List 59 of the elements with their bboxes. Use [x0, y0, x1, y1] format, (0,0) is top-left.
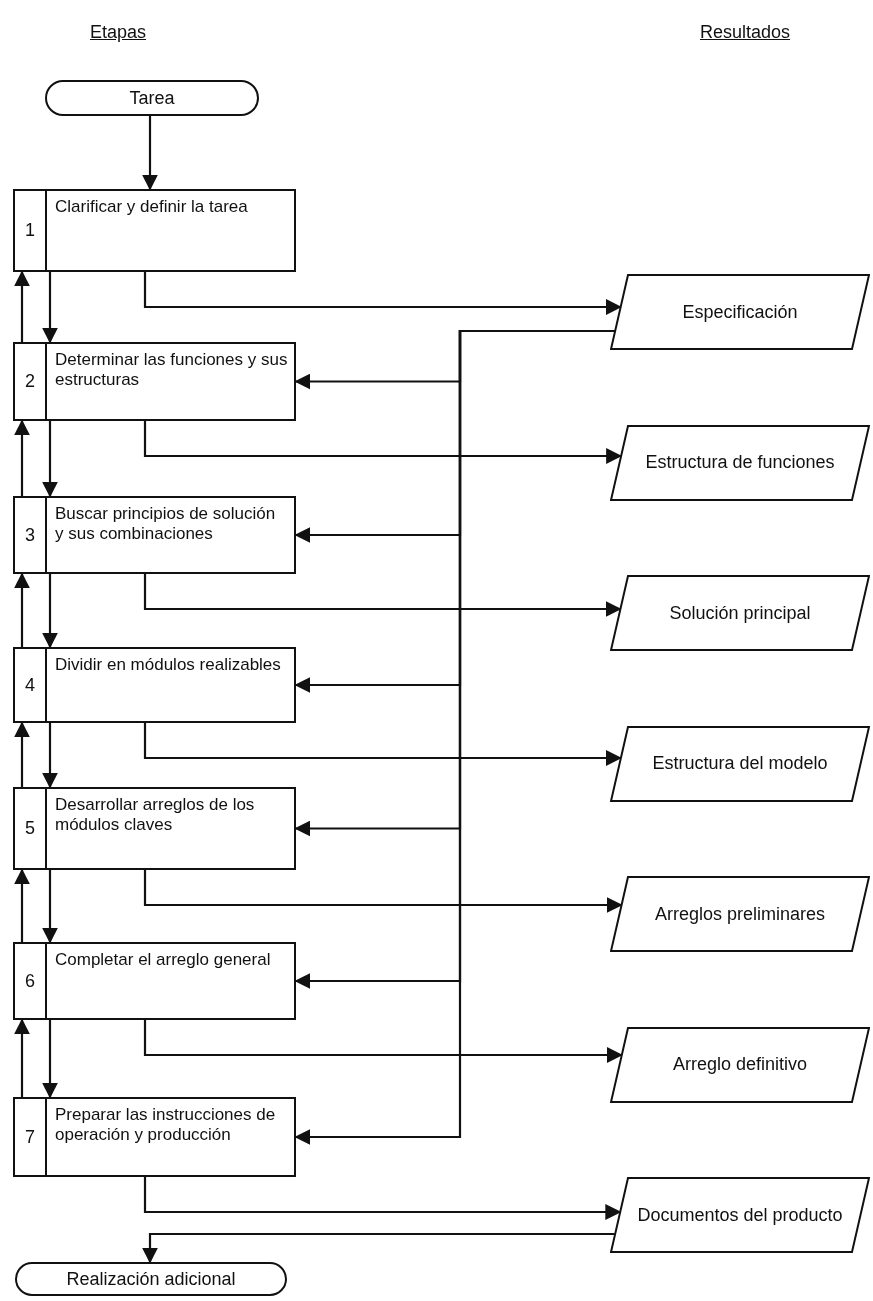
arrow — [14, 270, 30, 342]
stage-box — [13, 1097, 296, 1177]
stage-box — [13, 496, 296, 574]
step-number: 1 — [15, 191, 47, 270]
result-text: Estructura de funciones — [644, 452, 836, 473]
step-number: 2 — [15, 344, 47, 419]
result-text: Estructura del modelo — [651, 753, 829, 774]
result-text: Arreglo definitivo — [671, 1054, 809, 1075]
result-parallelogram — [610, 274, 870, 350]
step-number: 5 — [15, 789, 47, 868]
arrow — [42, 870, 58, 944]
column-heading: Etapas — [90, 22, 147, 43]
result-parallelogram — [610, 1177, 870, 1253]
arrow — [143, 870, 623, 913]
terminal-box — [15, 1262, 287, 1296]
terminal-text: Realización adicional — [66, 1268, 236, 1290]
step-text: Desarrollar arreglos de los módulos claves — [54, 794, 256, 837]
column-heading: Resultados — [700, 22, 791, 43]
step-number: 7 — [15, 1099, 47, 1175]
step-text: Preparar las instrucciones de operación y producción — [54, 1104, 277, 1147]
stage-box — [13, 189, 296, 272]
result-text: Documentos del producto — [636, 1204, 844, 1226]
stage-box — [13, 787, 296, 870]
stage-box — [13, 942, 296, 1020]
arrow — [14, 721, 30, 787]
step-number: 6 — [15, 944, 47, 1018]
terminal-text: Tarea — [129, 87, 175, 109]
arrow — [143, 1020, 623, 1063]
step-number: 4 — [15, 649, 47, 721]
step-text: Determinar las funciones y sus estructuras — [54, 349, 289, 392]
arrow — [42, 723, 58, 789]
arrow — [14, 868, 30, 942]
arrow — [42, 574, 58, 649]
step-number: 3 — [15, 498, 47, 572]
arrow — [42, 272, 58, 344]
step-text: Completar el arreglo general — [54, 949, 272, 971]
step-text: Buscar principios de solución y sus combinaciones — [54, 503, 277, 546]
result-text: Especificación — [681, 301, 799, 323]
arrow — [14, 1018, 30, 1097]
arrow — [143, 272, 622, 315]
step-text: Clarificar y definir la tarea — [54, 196, 249, 218]
arrow — [14, 572, 30, 647]
stage-box — [13, 342, 296, 421]
arrow — [14, 419, 30, 496]
arrow — [42, 1020, 58, 1099]
result-parallelogram — [610, 424, 870, 501]
result-text: Arreglos preliminares — [653, 903, 827, 925]
result-parallelogram — [610, 725, 870, 802]
arrow — [142, 116, 158, 191]
step-text: Dividir en módulos realizables — [54, 654, 282, 676]
arrow — [142, 1232, 615, 1264]
result-text: Solución principal — [668, 602, 812, 624]
arrow — [42, 421, 58, 498]
result-parallelogram — [610, 876, 870, 952]
terminal-box — [45, 80, 259, 116]
result-parallelogram — [610, 1026, 870, 1103]
arrow — [143, 723, 622, 766]
result-parallelogram — [610, 575, 870, 651]
stage-box — [13, 647, 296, 723]
